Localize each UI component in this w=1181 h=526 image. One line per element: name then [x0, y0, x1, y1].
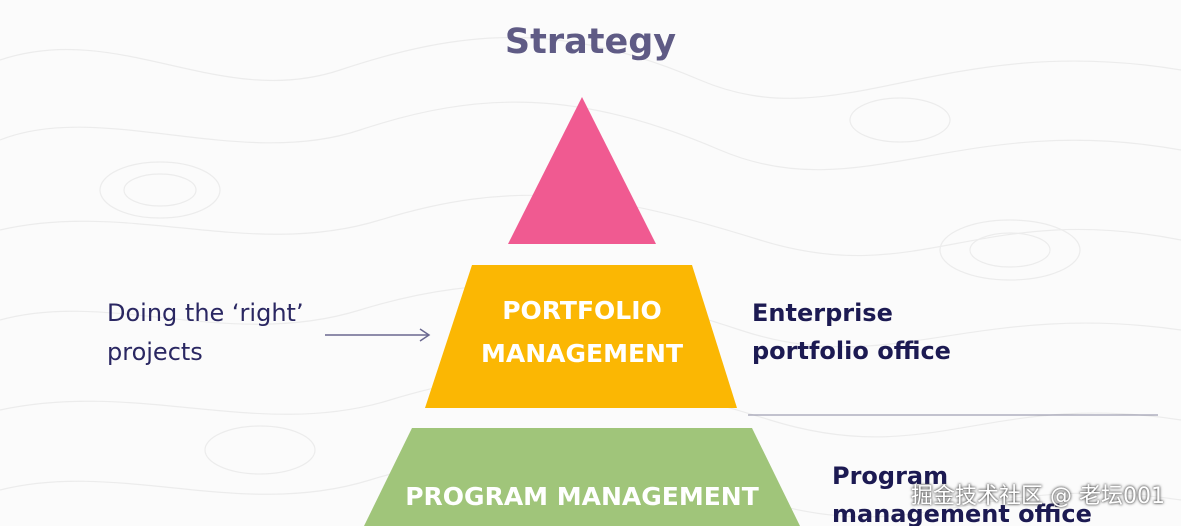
diagram-title: Strategy — [504, 22, 677, 62]
portfolio-management-label: PORTFOLIO MANAGEMENT — [432, 289, 732, 375]
left-note-line-2: projects — [107, 338, 203, 366]
enterprise-portfolio-office-note: Enterprise portfolio office — [752, 294, 951, 370]
left-note-line-1: Doing the ‘right’ — [107, 299, 304, 327]
program-label-line-1: PROGRAM MANAGEMENT — [405, 482, 759, 511]
pyramid-tier-portfolio — [425, 265, 737, 408]
pointer-arrow-head — [419, 328, 431, 342]
watermark: 掘金技术社区 @ 老坛001 — [911, 484, 1165, 509]
pyramid-tier-program — [364, 428, 800, 526]
program-management-office-note: Program management office — [832, 457, 1092, 526]
doing-right-projects-note: Doing the ‘right’ projects — [107, 294, 304, 372]
pyramid-tier-top — [508, 97, 656, 244]
right-note-1-line-2: portfolio office — [752, 337, 951, 365]
portfolio-label-line-1: PORTFOLIO — [502, 296, 662, 325]
right-note-2-line-2: management office — [832, 500, 1092, 526]
right-note-1-line-1: Enterprise — [752, 299, 893, 327]
program-management-label: PROGRAM MANAGEMENT — [382, 475, 782, 518]
right-note-2-line-1: Program — [832, 462, 949, 490]
portfolio-label-line-2: MANAGEMENT — [480, 339, 684, 368]
